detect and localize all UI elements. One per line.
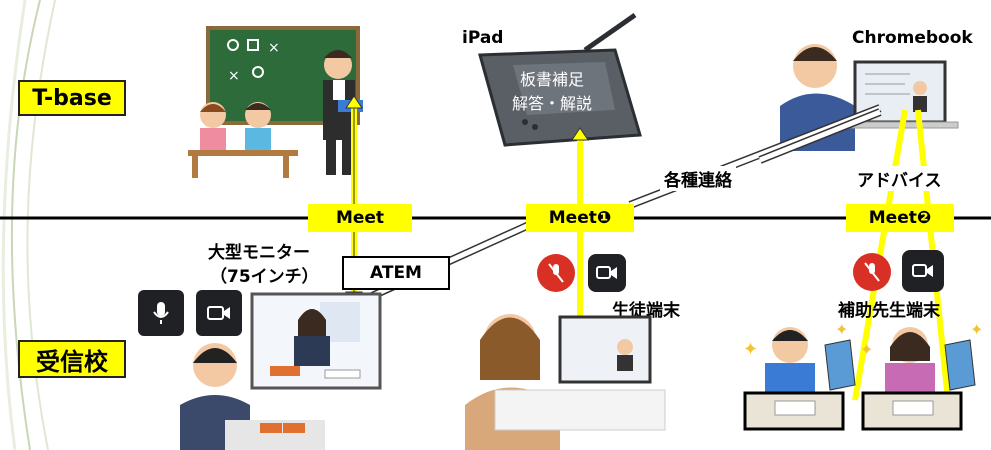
video-camera-icon: [207, 306, 230, 320]
mic-button[interactable]: [138, 290, 184, 336]
ipad-screen-line1: 板書補足: [520, 70, 585, 89]
large-monitor-illustration: [250, 292, 382, 390]
row-label-t-base: T-base: [18, 80, 126, 116]
ipad-label: iPad: [462, 28, 504, 48]
camera-button[interactable]: [196, 290, 242, 336]
camera-button-assistant[interactable]: [902, 250, 944, 292]
camera-button-student[interactable]: [588, 254, 626, 292]
video-camera-icon: [596, 266, 617, 279]
microphone-icon: [153, 302, 169, 324]
monitor-label-line1: 大型モニター: [208, 243, 310, 263]
monitor-label-line2: （75インチ）: [210, 267, 319, 287]
meet1-label: Meet❶: [526, 204, 634, 232]
advice-label: アドバイス: [855, 166, 944, 191]
svg-text:✦: ✦: [743, 339, 758, 360]
row-label-receiving-school: 受信校: [18, 340, 126, 378]
microphone-off-icon: [548, 263, 564, 283]
svg-text:✦: ✦: [860, 340, 873, 359]
video-camera-icon: [912, 264, 933, 277]
mic-muted-button-assistant[interactable]: [853, 253, 891, 291]
meet-label: Meet: [308, 204, 412, 232]
atem-box: ATEM: [342, 256, 450, 290]
assistant-device-label: 補助先生端末: [838, 301, 940, 321]
svg-text:×: ×: [268, 40, 280, 56]
svg-text:✦: ✦: [835, 320, 848, 339]
contact-label: 各種連絡: [660, 166, 736, 191]
svg-text:✦: ✦: [970, 320, 983, 339]
student-illustration: [180, 343, 325, 450]
chromebook-label: Chromebook: [852, 28, 973, 48]
ipad-screen-line2: 解答・解説: [512, 94, 593, 113]
microphone-off-icon: [864, 262, 880, 282]
svg-text:×: ×: [228, 68, 240, 84]
meet2-label: Meet❷: [846, 204, 954, 232]
ipad-illustration: [478, 12, 642, 147]
mic-muted-button-student[interactable]: [537, 254, 575, 292]
student-device-illustration: [465, 314, 666, 450]
assistant-students-illustration: ✦ ✦ ✦ ✦: [743, 320, 983, 431]
